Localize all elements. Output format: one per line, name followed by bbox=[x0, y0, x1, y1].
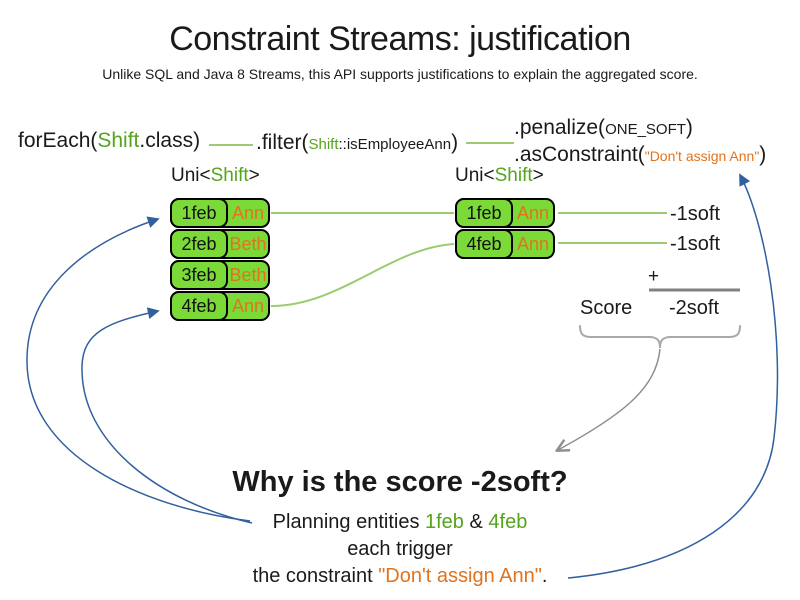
right-stream-header: Uni<Shift> bbox=[455, 165, 544, 187]
explanation-line3: the constraint "Don't assign Ann". bbox=[0, 563, 800, 590]
filter-suffix: ) bbox=[451, 131, 459, 154]
shift-employee: Ann bbox=[516, 233, 550, 254]
uni-type: Shift bbox=[494, 165, 533, 186]
filtered-row-4feb: 4feb Ann bbox=[455, 229, 555, 259]
shift-employee: Ann bbox=[231, 202, 265, 223]
shift-employee: Ann bbox=[516, 202, 550, 223]
foreach-suffix: .class) bbox=[139, 129, 201, 152]
filtered-row-1feb: 1feb Ann bbox=[455, 198, 555, 228]
constraint-name: "Don't assign Ann" bbox=[378, 565, 542, 587]
shift-row-3feb: 3feb Beth bbox=[170, 260, 270, 290]
shift-employee: Beth bbox=[229, 264, 267, 285]
uni-suffix: > bbox=[532, 165, 544, 186]
score-total: -2soft bbox=[668, 297, 720, 319]
left-stream-header: Uni<Shift> bbox=[171, 165, 260, 187]
shift-date: 1feb bbox=[170, 198, 228, 228]
row-score-2: -1soft bbox=[670, 233, 721, 255]
shift-date: 2feb bbox=[170, 229, 228, 259]
score-brace bbox=[579, 325, 741, 349]
uni-prefix: Uni< bbox=[455, 165, 495, 186]
shift-date: 3feb bbox=[170, 260, 228, 290]
line1-prefix: Planning entities bbox=[272, 511, 425, 533]
code-filter: .filter(Shift::isEmployeeAnn) bbox=[256, 131, 458, 155]
filter-prefix: .filter( bbox=[256, 131, 309, 154]
score-label: Score bbox=[580, 297, 633, 319]
shift-row-2feb: 2feb Beth bbox=[170, 229, 270, 259]
code-foreach: forEach(Shift.class) bbox=[18, 129, 200, 153]
line3-prefix: the constraint bbox=[252, 565, 379, 587]
entity-1feb: 1feb bbox=[425, 511, 464, 533]
explanation-line2: each trigger bbox=[347, 538, 453, 560]
shift-employee: Ann bbox=[231, 295, 265, 316]
shift-date: 4feb bbox=[170, 291, 228, 321]
match-line-4feb bbox=[270, 243, 455, 307]
ampersand: & bbox=[463, 511, 489, 533]
justification-arrow-4feb bbox=[81, 307, 253, 524]
penalize-prefix: .penalize( bbox=[514, 116, 606, 139]
explanation-block: Why is the score -2soft? Planning entiti… bbox=[0, 466, 800, 590]
code-penalize: .penalize(ONE_SOFT) bbox=[514, 116, 693, 140]
score-to-question-arrow bbox=[558, 348, 661, 450]
penalize-arg: ONE_SOFT bbox=[605, 121, 686, 138]
justification-arrow-constraint bbox=[567, 173, 779, 579]
filter-method-ref: ::isEmployeeAnn bbox=[338, 136, 452, 153]
uni-prefix: Uni< bbox=[171, 165, 211, 186]
filter-class: Shift bbox=[308, 136, 339, 153]
asconstraint-suffix: ) bbox=[759, 143, 767, 166]
shift-row-4feb: 4feb Ann bbox=[170, 291, 270, 321]
asconstraint-arg: "Don't assign Ann" bbox=[644, 148, 760, 164]
explanation-line1: Planning entities 1feb & 4feb bbox=[0, 509, 800, 536]
justification-arrow-1feb bbox=[26, 216, 251, 522]
asconstraint-prefix: .asConstraint( bbox=[514, 143, 645, 166]
shift-row-1feb: 1feb Ann bbox=[170, 198, 270, 228]
page-subtitle: Unlike SQL and Java 8 Streams, this API … bbox=[102, 66, 698, 82]
shift-date: 1feb bbox=[455, 198, 513, 228]
penalize-suffix: ) bbox=[685, 116, 693, 139]
uni-type: Shift bbox=[210, 165, 249, 186]
foreach-class: Shift bbox=[97, 129, 140, 152]
line3-suffix: . bbox=[541, 565, 548, 587]
shift-date: 4feb bbox=[455, 229, 513, 259]
page-title: Constraint Streams: justification bbox=[169, 20, 631, 58]
row-score-1: -1soft bbox=[670, 203, 721, 225]
foreach-prefix: forEach( bbox=[18, 129, 98, 152]
uni-suffix: > bbox=[248, 165, 260, 186]
plus-sign: + bbox=[648, 266, 660, 287]
explanation-heading: Why is the score -2soft? bbox=[232, 466, 568, 498]
code-asconstraint: .asConstraint("Don't assign Ann") bbox=[514, 143, 766, 167]
entity-4feb: 4feb bbox=[488, 511, 528, 533]
shift-employee: Beth bbox=[229, 233, 267, 254]
